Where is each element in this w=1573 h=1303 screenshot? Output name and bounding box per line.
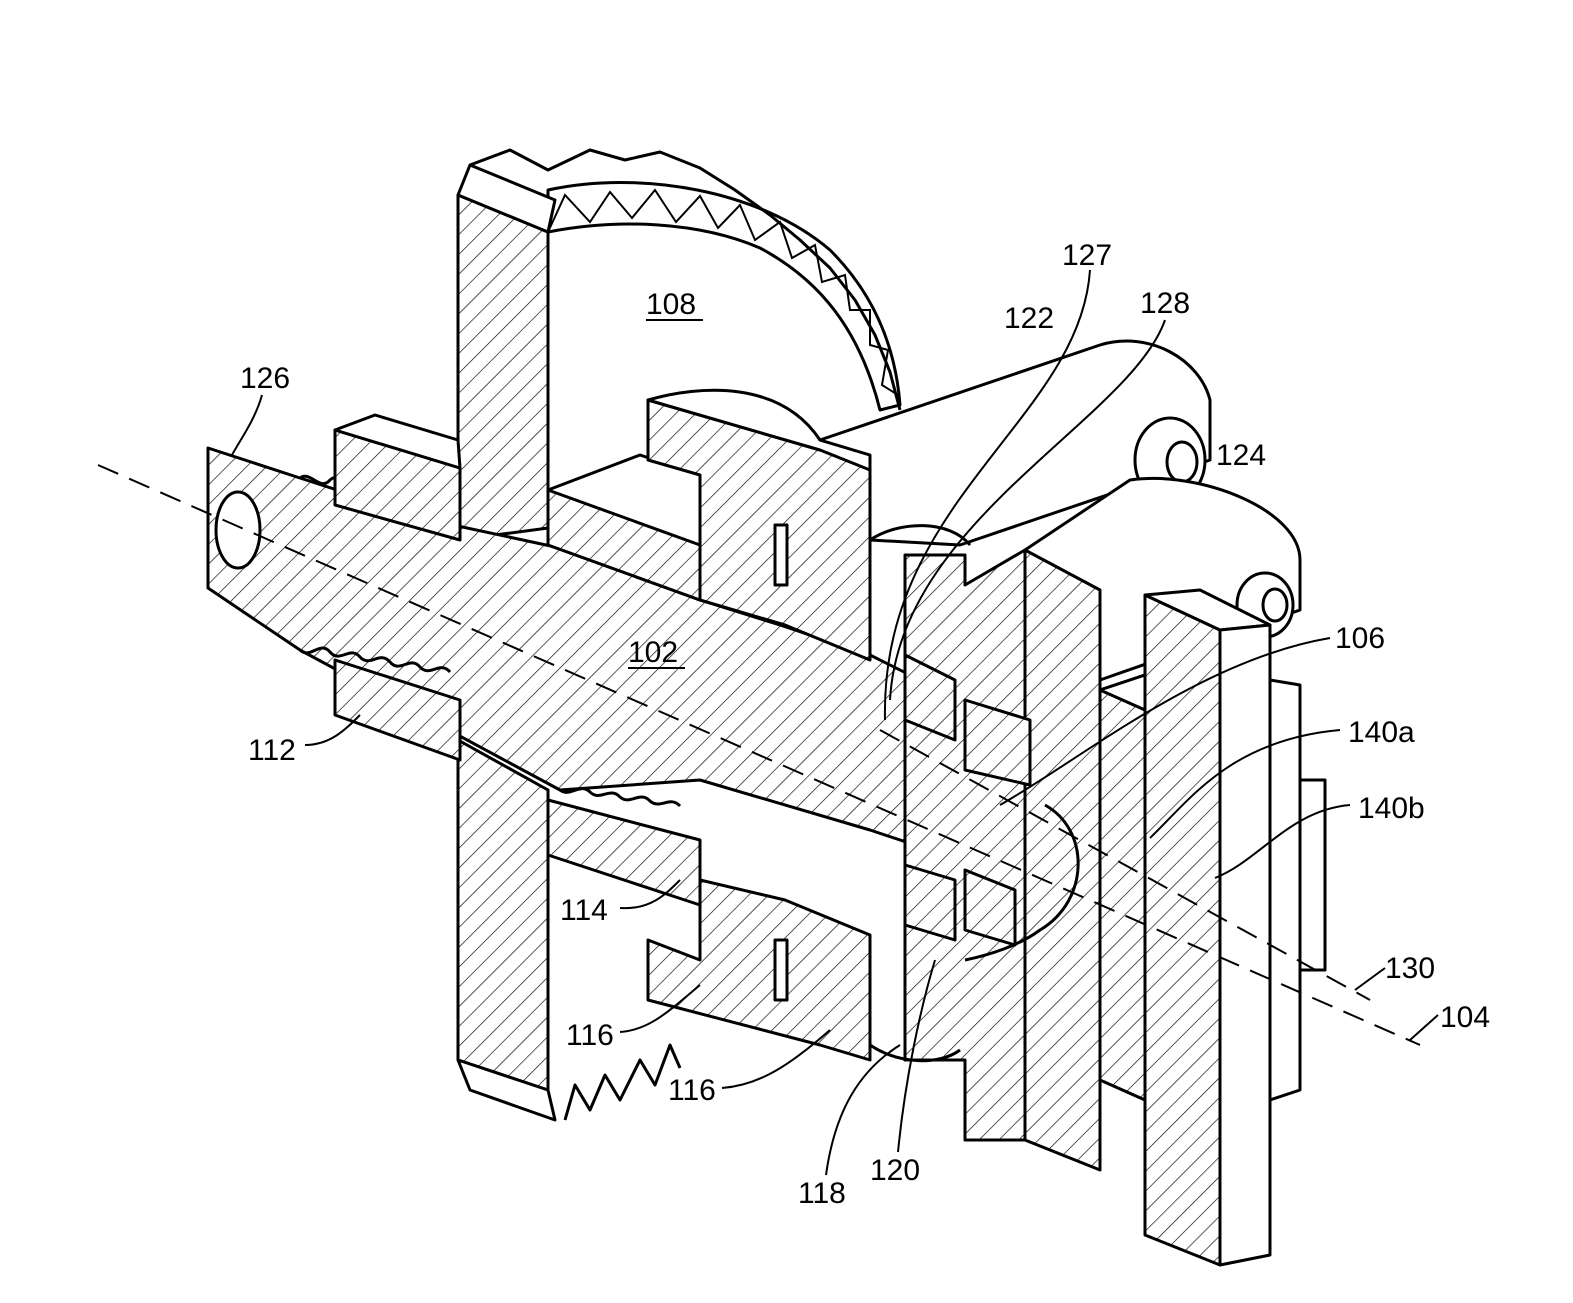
gear-108 xyxy=(469,148,902,412)
label-127: 127 xyxy=(1062,239,1112,272)
label-108: 108 xyxy=(646,288,696,321)
label-104: 104 xyxy=(1440,1001,1490,1034)
label-140b: 140b xyxy=(1358,792,1425,825)
axis-104 xyxy=(97,464,1421,1046)
reference-labels: 102 108 126 112 114 116 116 118 120 127 … xyxy=(240,239,1490,1210)
label-106: 106 xyxy=(1335,622,1385,655)
housing xyxy=(546,388,872,1062)
gear-plate xyxy=(456,163,682,1122)
label-130: 130 xyxy=(1385,952,1435,985)
label-128: 128 xyxy=(1140,287,1190,320)
label-122: 122 xyxy=(1004,302,1054,335)
nut-112 xyxy=(333,413,462,762)
label-116b: 116 xyxy=(668,1074,716,1107)
hub xyxy=(869,524,1102,1172)
plate-140b xyxy=(1143,588,1327,1267)
label-126: 126 xyxy=(240,362,290,395)
label-140a: 140a xyxy=(1348,716,1415,749)
label-112: 112 xyxy=(248,734,296,767)
label-120: 120 xyxy=(870,1154,920,1187)
label-102: 102 xyxy=(628,636,678,669)
label-116a: 116 xyxy=(566,1019,614,1052)
axis-130 xyxy=(879,729,1371,1001)
label-118: 118 xyxy=(798,1177,846,1210)
label-124: 124 xyxy=(1216,439,1266,472)
label-114: 114 xyxy=(560,894,608,927)
leader-lines xyxy=(231,269,1439,1176)
